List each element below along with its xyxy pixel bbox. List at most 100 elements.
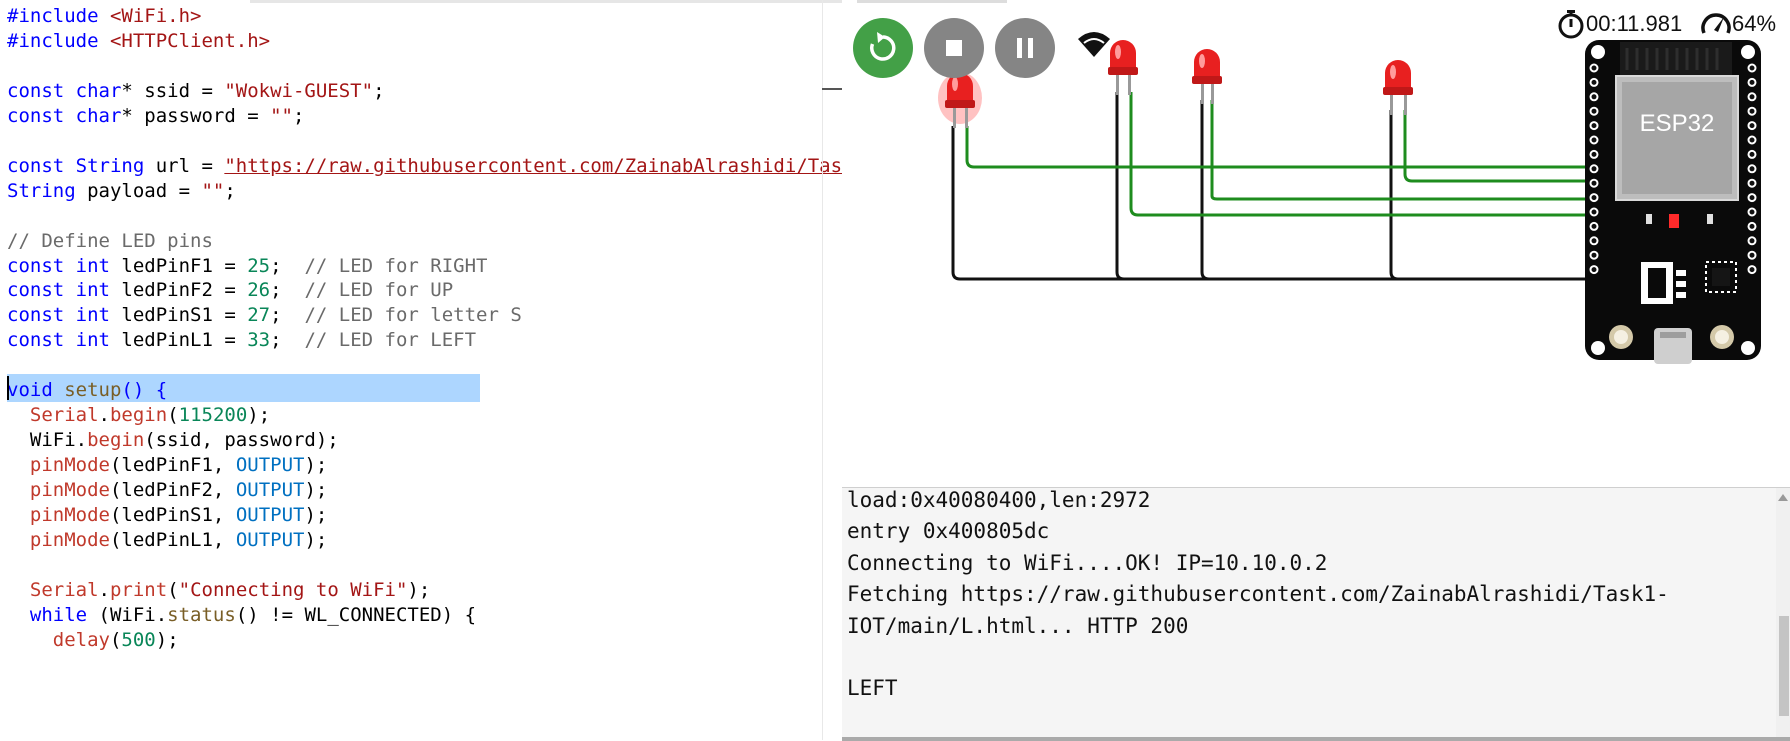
code-token: // Define LED pins bbox=[7, 229, 213, 252]
code-token: status bbox=[167, 603, 236, 626]
serial-line: LEFT bbox=[847, 676, 898, 701]
code-token: begin bbox=[109, 404, 168, 427]
code-token: (WiFi. bbox=[87, 603, 168, 626]
serial-line: Connecting to WiFi....OK! IP=10.10.0.2 bbox=[847, 550, 1328, 575]
code-token: () != WL_CONNECTED) { bbox=[235, 603, 477, 626]
stopwatch-icon bbox=[1558, 10, 1584, 39]
timer-value: 00:11.981 bbox=[1586, 11, 1683, 36]
code-line[interactable]: const char* ssid = "Wokwi-GUEST"; bbox=[7, 77, 385, 105]
restart-icon bbox=[870, 32, 896, 61]
code-token: ; bbox=[270, 304, 305, 327]
selection-highlight bbox=[7, 374, 480, 402]
scrollbar-thumb[interactable] bbox=[1779, 616, 1789, 716]
code-token: const int bbox=[7, 304, 110, 327]
board-pin bbox=[1589, 250, 1599, 260]
code-line[interactable]: // Define LED pins bbox=[7, 227, 213, 255]
led-s[interactable] bbox=[1383, 60, 1413, 115]
code-token: ( bbox=[109, 628, 122, 651]
code-line[interactable]: pinMode(ledPinL1, OUTPUT); bbox=[7, 526, 327, 554]
board-pin bbox=[1589, 135, 1599, 145]
code-token: print bbox=[109, 578, 168, 601]
code-token: ); bbox=[247, 404, 271, 427]
code-token: pinMode bbox=[29, 528, 110, 551]
board-pin bbox=[1747, 164, 1757, 174]
wifi-icon bbox=[1078, 32, 1110, 57]
led-right[interactable] bbox=[1108, 40, 1138, 95]
code-token: OUTPUT bbox=[235, 528, 305, 551]
code-line[interactable]: const String url = "https://raw.githubus… bbox=[7, 152, 842, 180]
code-token: ( bbox=[167, 404, 179, 427]
code-token: 500 bbox=[121, 628, 156, 651]
board-pin bbox=[1747, 236, 1757, 246]
code-token: OUTPUT bbox=[235, 504, 305, 526]
code-line[interactable]: const char* password = ""; bbox=[7, 102, 304, 130]
simulation-speed: 64% bbox=[1700, 8, 1776, 40]
board-pin bbox=[1589, 221, 1599, 231]
code-token: const char bbox=[7, 104, 122, 127]
code-token: OUTPUT bbox=[235, 454, 305, 477]
code-token: "Connecting to WiFi" bbox=[178, 578, 408, 601]
signal-wires bbox=[965, 92, 1594, 217]
code-token: payload = bbox=[75, 179, 202, 202]
esp32-board[interactable]: ESP32 bbox=[1585, 40, 1761, 364]
minimap-marker[interactable] bbox=[822, 88, 842, 90]
code-token: "https://raw.githubusercontent.com/Zaina… bbox=[224, 154, 842, 177]
stop-icon bbox=[946, 40, 962, 56]
serial-bottom-border bbox=[842, 737, 1790, 741]
code-line[interactable]: WiFi.begin(ssid, password); bbox=[7, 426, 339, 454]
code-line[interactable]: const int ledPinL1 = 33; // LED for LEFT bbox=[7, 326, 476, 354]
code-token: (ssid, password); bbox=[144, 429, 339, 452]
code-token: url = bbox=[144, 154, 225, 177]
code-token bbox=[7, 454, 30, 476]
led-up[interactable] bbox=[1192, 49, 1222, 104]
speed-value: 64% bbox=[1732, 11, 1777, 36]
board-pin bbox=[1747, 193, 1757, 203]
code-token: ; bbox=[270, 279, 305, 302]
serial-scrollbar[interactable] bbox=[1776, 488, 1790, 741]
code-line[interactable]: while (WiFi.status() != WL_CONNECTED) { bbox=[7, 601, 476, 629]
code-line[interactable]: pinMode(ledPinS1, OUTPUT); bbox=[7, 501, 327, 529]
code-line[interactable]: void setup() { bbox=[7, 376, 167, 404]
code-line[interactable]: const int ledPinF1 = 25; // LED for RIGH… bbox=[7, 252, 487, 280]
code-token: pinMode bbox=[29, 454, 110, 477]
code-line[interactable]: pinMode(ledPinF1, OUTPUT); bbox=[7, 451, 327, 479]
code-token: void bbox=[7, 379, 53, 402]
code-token: ); bbox=[304, 479, 328, 502]
code-line[interactable]: #include <HTTPClient.h> bbox=[7, 27, 270, 55]
board-pin bbox=[1589, 92, 1599, 102]
code-token: ledPinL1 = bbox=[109, 329, 248, 352]
code-line[interactable]: const int ledPinF2 = 26; // LED for UP bbox=[7, 276, 453, 304]
board-pin bbox=[1589, 63, 1599, 73]
code-line[interactable]: const int ledPinS1 = 27; // LED for lett… bbox=[7, 301, 522, 329]
code-line[interactable]: String payload = ""; bbox=[7, 177, 236, 205]
board-pin bbox=[1589, 77, 1599, 87]
board-pin bbox=[1589, 106, 1599, 116]
code-token: const int bbox=[7, 329, 110, 352]
restart-button[interactable] bbox=[853, 18, 913, 78]
scroll-up-arrow-icon[interactable] bbox=[1778, 494, 1788, 501]
code-line[interactable]: Serial.print("Connecting to WiFi"); bbox=[7, 576, 430, 604]
code-token: const int bbox=[7, 279, 110, 302]
code-token: (ledPinL1, bbox=[109, 528, 236, 551]
board-pin bbox=[1589, 164, 1599, 174]
circuit-diagram: ESP32 bbox=[938, 40, 1761, 364]
wifi-status[interactable] bbox=[1077, 28, 1111, 62]
code-token: (ledPinF1, bbox=[109, 454, 236, 477]
led-left[interactable] bbox=[938, 72, 982, 128]
code-token: WiFi. bbox=[7, 429, 88, 452]
code-token: . bbox=[98, 578, 110, 601]
code-editor[interactable]: #include <WiFi.h>#include <HTTPClient.h>… bbox=[0, 0, 842, 740]
stop-button[interactable] bbox=[924, 18, 984, 78]
code-line[interactable]: #include <WiFi.h> bbox=[7, 2, 201, 30]
code-line[interactable]: pinMode(ledPinF2, OUTPUT); bbox=[7, 476, 327, 504]
pause-button[interactable] bbox=[995, 18, 1055, 78]
code-token: . bbox=[98, 404, 110, 427]
code-line[interactable]: Serial.begin(115200); bbox=[7, 401, 270, 429]
code-token: * ssid = bbox=[121, 79, 225, 102]
code-token: ledPinF2 = bbox=[109, 279, 248, 302]
board-pin bbox=[1589, 149, 1599, 159]
board-pin bbox=[1747, 149, 1757, 159]
code-line[interactable]: delay(500); bbox=[7, 626, 179, 654]
simulation-panel: ESP32 bbox=[842, 0, 1790, 487]
